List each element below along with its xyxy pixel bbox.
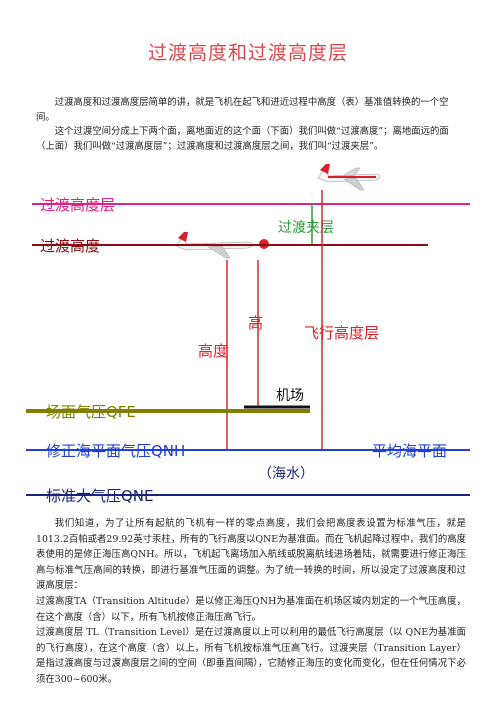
qne-label: 标准大气压QNE <box>46 487 154 505</box>
intro-paragraph-1: 过渡高度和过渡高度层简单的讲，就是飞机在起飞和进近过程中高度（表）基准值转换的一… <box>36 97 449 123</box>
intro-paragraph-2: 这个过渡空间分成上下两个面，离地面近的这个面（下面）我们叫做“过渡高度”；离地面… <box>36 126 449 152</box>
qfe-label: 场面气压QFE <box>46 403 136 421</box>
qnh-label: 修正海平面气压QNH <box>46 442 185 460</box>
body-text: 我们知道，为了让所有起航的飞机有一样的零点高度，我们会把高度表设置为标准气压，就… <box>36 516 466 688</box>
transition-layer-label: 过渡夹层 <box>278 220 334 236</box>
intro-text: 过渡高度和过渡高度层简单的讲，就是飞机在起飞和进近过程中高度（表）基准值转换的一… <box>36 96 462 154</box>
msl-label: 平均海平面 <box>372 442 447 460</box>
height-label-top: 高 <box>248 314 263 332</box>
transition-level-label: 过渡高度层 <box>40 196 115 214</box>
sea-label: （海水） <box>258 466 314 482</box>
page-title: 过渡高度和过渡高度层 <box>147 42 348 64</box>
flight-level-label: 飞行高度层 <box>304 324 379 342</box>
airplane-icon <box>317 164 381 191</box>
body-paragraph-1: 我们知道，为了让所有起航的飞机有一样的零点高度，我们会把高度表设置为标准气压，就… <box>36 518 466 592</box>
body-paragraph-3: 过渡高度层 TL（Transition Level）是在过渡高度以上可以利用的最… <box>36 627 466 685</box>
airport-label: 机场 <box>276 388 304 404</box>
transition-altitude-label: 过渡高度 <box>40 237 100 255</box>
height-label-bottom: 高度 <box>198 342 228 360</box>
body-paragraph-2: 过渡高度TA（Transition Altitude）是以修正海压QNH为基准面… <box>36 595 466 623</box>
transition-diagram: 过渡高度层 过渡夹层 过渡高度 高 高度 飞行高度层 机场 场面气压QFE 修正… <box>26 164 470 505</box>
